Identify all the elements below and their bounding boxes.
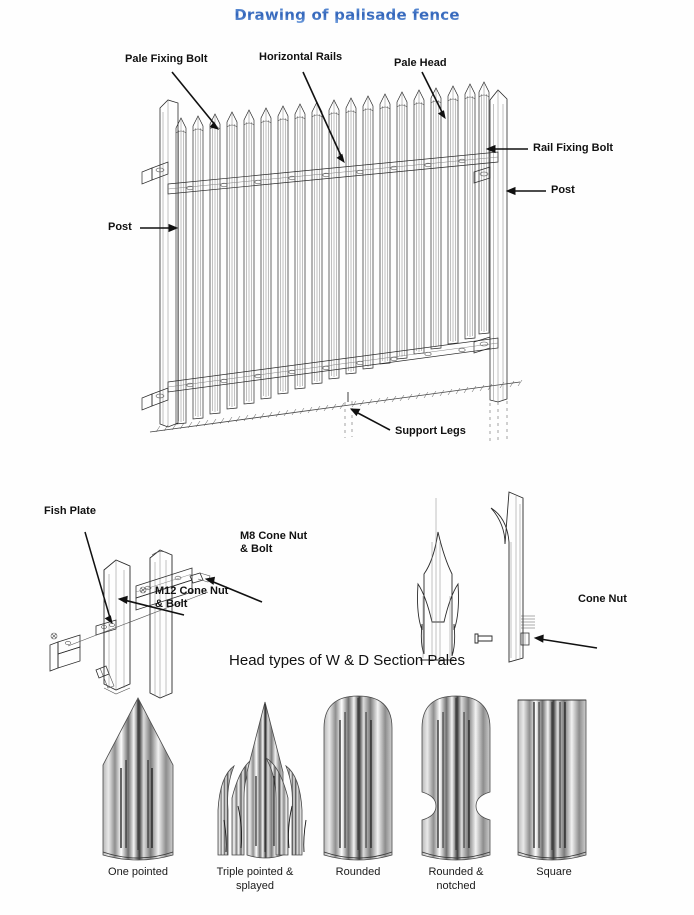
- support-leg-shape: [344, 392, 353, 438]
- label-m12-cone-nut-bolt: M12 Cone Nut & Bolt: [155, 585, 229, 610]
- head-rounded-shape: [323, 695, 393, 861]
- horizontal-rails-shape: [167, 151, 499, 393]
- triple-head-outline-shape: [417, 498, 459, 661]
- caption-triple-pointed-splayed: Triple pointed & splayed: [216, 866, 294, 892]
- label-horizontal-rails: Horizontal Rails: [259, 51, 343, 63]
- caption-rounded: Rounded: [335, 866, 381, 878]
- label-rail-fixing-bolt: Rail Fixing Bolt: [533, 142, 614, 154]
- label-post-left: Post: [108, 221, 132, 233]
- head-types-heading: Head types of W & D Section Pales: [229, 652, 465, 669]
- label-support-legs: Support Legs: [395, 425, 466, 437]
- head-one-pointed-shape: [102, 697, 174, 861]
- fence-perspective-drawing: [140, 71, 546, 441]
- head-square-shape: [517, 699, 587, 861]
- page-title: Drawing of palisade fence: [0, 6, 694, 24]
- leader-lines: [140, 71, 546, 431]
- label-pale-head: Pale Head: [394, 57, 447, 69]
- left-bracket-shape: [49, 632, 81, 672]
- label-pale-fixing-bolt: Pale Fixing Bolt: [125, 53, 208, 65]
- pale-w-section-shape: [103, 559, 131, 695]
- caption-one-pointed: One pointed: [108, 866, 168, 878]
- pale-group: [175, 81, 490, 425]
- post-right-shape: [473, 89, 508, 441]
- head-triple-pointed-shape: [217, 701, 307, 859]
- head-rounded-notched-shape: [421, 695, 491, 861]
- bent-pale-shape: [474, 491, 535, 663]
- label-cone-nut: Cone Nut: [578, 593, 627, 605]
- fittings-diagram: [49, 491, 598, 699]
- caption-rounded-notched: Rounded & notched: [428, 866, 484, 892]
- head-types-illustrations: [102, 695, 587, 861]
- label-fish-plate: Fish Plate: [44, 505, 96, 517]
- pale-second-shape: [149, 549, 173, 699]
- m12-bolt-shape: [67, 591, 209, 689]
- label-post-right: Post: [551, 184, 575, 196]
- post-left-shape: [141, 99, 179, 428]
- caption-square: Square: [536, 866, 572, 878]
- ground-line: [149, 379, 523, 433]
- fish-plate-shape: [95, 619, 117, 636]
- label-m8-cone-nut-bolt: M8 Cone Nut & Bolt: [240, 530, 308, 555]
